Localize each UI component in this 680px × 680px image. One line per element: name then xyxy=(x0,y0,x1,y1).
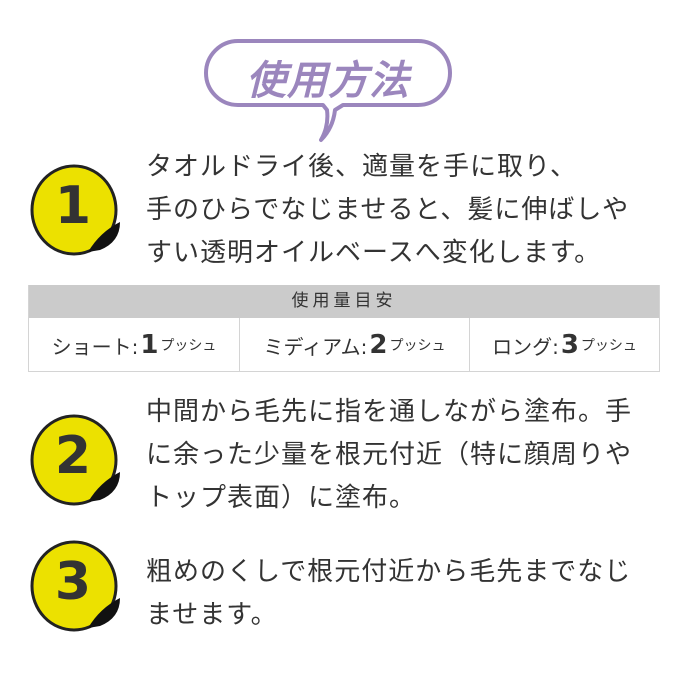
cell-label: ミディアム: xyxy=(263,334,368,359)
cell-count: 3 xyxy=(560,330,579,360)
speech-bubble-icon xyxy=(204,39,452,142)
step-number: 1 xyxy=(54,176,92,236)
step-number: 2 xyxy=(54,426,92,486)
step-text-3: 粗めのくしで根元付近から毛先までなじ ませます。 xyxy=(146,557,632,630)
step-badge-1: 1 xyxy=(28,162,124,258)
cell-unit: プッシュ xyxy=(389,338,446,354)
table-header: 使用量目安 xyxy=(29,285,659,318)
title-bubble: 使用方法 xyxy=(203,38,453,143)
step-badge-3: 3 xyxy=(28,538,124,634)
cell-unit: プッシュ xyxy=(580,338,637,354)
cell-label: ショート: xyxy=(51,334,139,359)
step-text-1: タオルドライ後、適量を手に取り、 手のひらでなじませると、髪に伸ばしや すい透明… xyxy=(146,152,630,268)
cell-count: 2 xyxy=(369,330,388,360)
step-badge-2: 2 xyxy=(28,412,124,508)
cell-label: ロング: xyxy=(492,334,559,359)
sticker-icon xyxy=(30,540,120,632)
sticker-icon xyxy=(30,164,120,256)
page-title: 使用方法 xyxy=(246,58,410,104)
sticker-icon xyxy=(30,414,120,506)
cell-unit: プッシュ xyxy=(160,338,217,354)
step-number: 3 xyxy=(54,552,92,612)
cell-count: 1 xyxy=(140,330,159,360)
step-text-2: 中間から毛先に指を通しながら塗布。手 に余った少量を根元付近（特に顔周りや トッ… xyxy=(146,397,633,513)
